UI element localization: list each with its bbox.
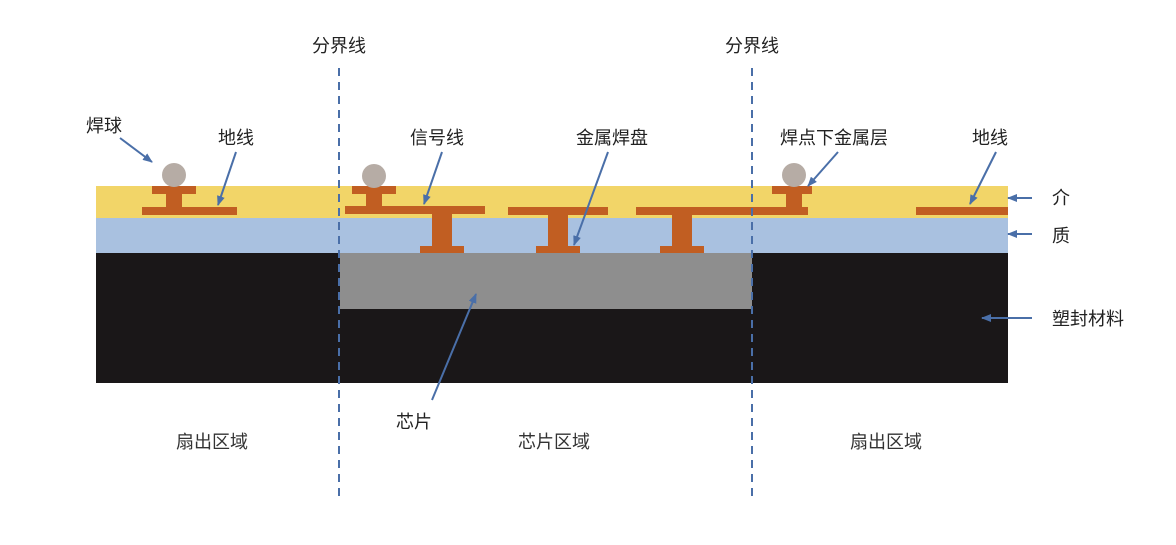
arrow-metal-pad xyxy=(573,151,609,246)
ubm-solder-ball-right xyxy=(772,163,812,208)
arrow-ubm xyxy=(807,151,839,187)
chip-die xyxy=(340,253,752,309)
solder-ball-signal xyxy=(352,164,396,208)
arrow-ground-right xyxy=(969,151,997,205)
zone-fan-out-right: 扇出区域 xyxy=(850,432,922,453)
arrow-signal-line xyxy=(423,151,443,205)
label-ubm: 焊点下金属层 xyxy=(780,128,888,149)
ground-line-right xyxy=(916,207,1008,215)
zone-fan-out-left: 扇出区域 xyxy=(176,432,248,453)
label-boundary-left: 分界线 xyxy=(312,36,366,57)
label-dielectric-2: 质 xyxy=(1052,226,1070,247)
signal-line xyxy=(345,206,485,214)
label-mold-compound: 塑封材料 xyxy=(1052,309,1124,330)
solder-ball-left xyxy=(152,163,196,208)
label-signal-line: 信号线 xyxy=(410,128,464,149)
metal-pad-2 xyxy=(508,207,608,253)
label-chip: 芯片 xyxy=(396,412,432,433)
label-dielectric-1: 介 xyxy=(1052,188,1070,209)
metal-pad-3 xyxy=(636,207,808,253)
arrow-chip xyxy=(431,293,477,401)
arrow-ground-left xyxy=(217,151,237,206)
label-boundary-right: 分界线 xyxy=(725,36,779,57)
metal-pad-1 xyxy=(420,212,464,253)
label-metal-pad: 金属焊盘 xyxy=(576,128,648,149)
arrow-solder-ball xyxy=(119,137,153,163)
zone-chip: 芯片区域 xyxy=(518,432,590,453)
label-ground-left: 地线 xyxy=(218,128,254,149)
ground-line-left xyxy=(142,207,237,215)
label-ground-right: 地线 xyxy=(972,128,1008,149)
label-solder-ball: 焊球 xyxy=(86,116,122,137)
